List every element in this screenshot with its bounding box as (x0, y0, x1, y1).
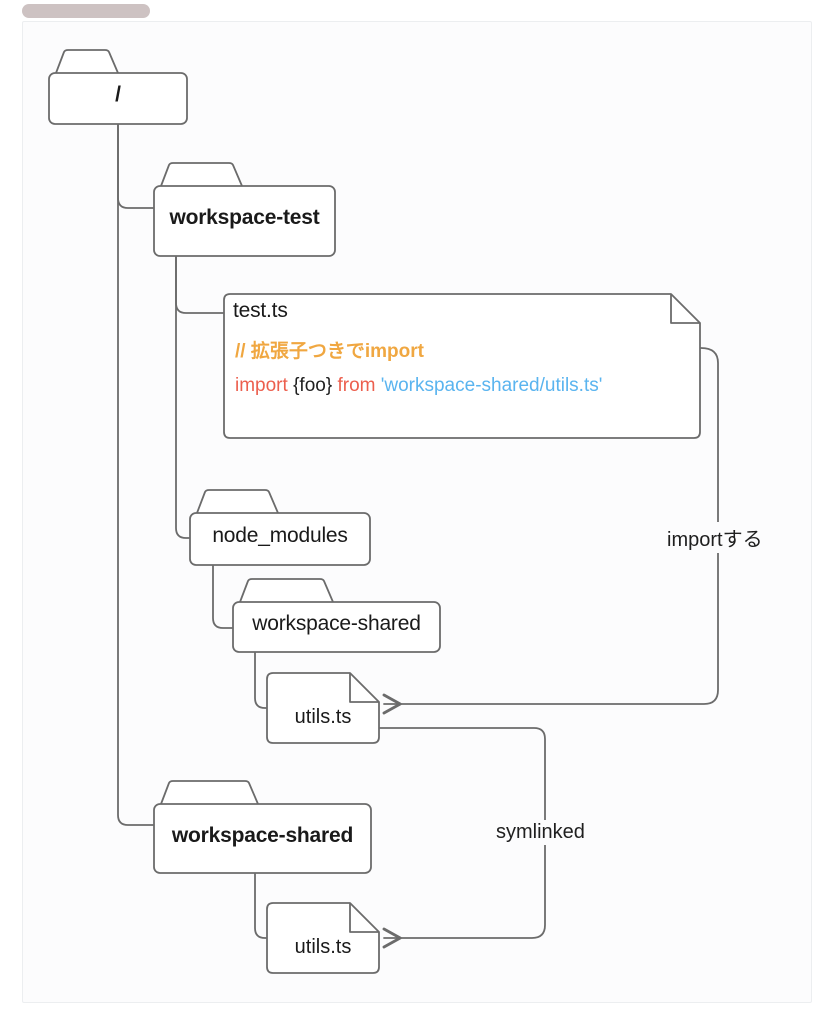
node-node-modules-folder[interactable]: node_modules (189, 489, 371, 567)
node-workspace-test-folder[interactable]: workspace-test (153, 162, 336, 257)
node-workspace-shared-nm-folder[interactable]: workspace-shared (232, 578, 441, 654)
node-label-node-modules: node_modules (212, 524, 348, 547)
code-token-import: import (235, 375, 288, 396)
folder-tab-shape (196, 489, 279, 514)
node-label-utils-ts-root: utils.ts (294, 935, 352, 958)
code-card-fold (670, 294, 700, 324)
code-line-2: import {foo} from 'workspace-shared/util… (235, 369, 693, 403)
diagram-canvas (22, 21, 812, 1003)
node-workspace-shared-root-folder[interactable]: workspace-shared (153, 780, 372, 875)
node-test-ts-code[interactable]: test.ts // 拡張子つきでimport import {foo} fro… (223, 293, 701, 439)
folder-tab-shape (239, 578, 334, 603)
file-card-fold (349, 673, 379, 703)
folder-tab-shape (160, 162, 243, 187)
file-card-shape (266, 672, 380, 744)
code-token-from: from (337, 375, 376, 396)
folder-tab-shape (160, 780, 259, 805)
node-label-workspace-shared-nm: workspace-shared (252, 612, 421, 635)
node-root-folder[interactable]: / (48, 49, 188, 125)
folder-tab-shape (55, 49, 119, 74)
edge-label-symlinked: symlinked (490, 820, 591, 845)
folder-body-shape (232, 601, 441, 653)
node-label-workspace-shared-root: workspace-shared (171, 823, 354, 847)
node-label-workspace-test: workspace-test (169, 205, 320, 229)
file-card-fold (349, 903, 379, 933)
code-line-1: // 拡張子つきでimport (235, 335, 693, 369)
code-card-shape (223, 293, 701, 439)
edge-label-import: importする (661, 522, 769, 553)
code-token-comment: // 拡張子つきでimport (235, 341, 424, 362)
folder-body-shape (153, 185, 336, 257)
folder-body-shape (153, 803, 372, 874)
folder-body-shape (189, 512, 371, 566)
code-filename: test.ts (233, 299, 288, 322)
node-label-root: / (115, 83, 121, 106)
code-token-binding: {foo} (287, 375, 338, 396)
file-card-shape (266, 902, 380, 974)
top-bar-pill (22, 4, 150, 18)
node-label-utils-ts-nm: utils.ts (294, 705, 352, 728)
code-token-module-path: 'workspace-shared/utils.ts' (380, 375, 603, 396)
node-utils-ts-root-file[interactable]: utils.ts (266, 902, 380, 974)
code-content: // 拡張子つきでimport import {foo} from 'works… (235, 335, 693, 403)
folder-body-shape (48, 72, 188, 125)
node-utils-ts-nm-file[interactable]: utils.ts (266, 672, 380, 744)
